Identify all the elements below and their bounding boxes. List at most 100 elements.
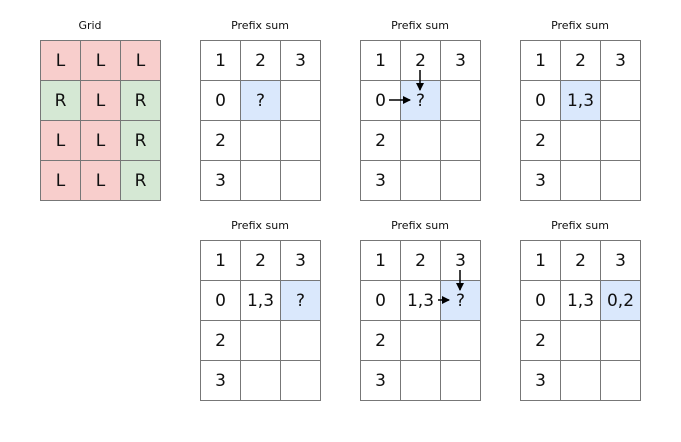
- grid-cell: [280, 160, 321, 201]
- grid-cell: [240, 320, 281, 361]
- grid-cell: L: [80, 160, 121, 201]
- grid-row: 3: [200, 360, 321, 401]
- grid-row: 3: [200, 160, 321, 201]
- grid-cell: L: [40, 160, 81, 201]
- grid-row: 3: [360, 160, 481, 201]
- panel-5-caption: Prefix sum: [391, 219, 449, 232]
- grid-cell: [280, 360, 321, 401]
- grid-row: 2: [360, 320, 481, 361]
- grid-cell: 0: [520, 280, 561, 321]
- grid-cell: [240, 360, 281, 401]
- grid-cell: 3: [520, 360, 561, 401]
- grid-cell: [400, 360, 441, 401]
- grid-cell: [440, 80, 481, 121]
- grid-cell: 2: [400, 40, 441, 81]
- grid-cell: 3: [440, 40, 481, 81]
- grid-cell: ?: [400, 80, 441, 121]
- grid-cell: [280, 80, 321, 121]
- grid-cell: ?: [440, 280, 481, 321]
- grid-row: 2: [520, 320, 641, 361]
- grid-cell: [400, 320, 441, 361]
- grid-cell: 3: [600, 240, 641, 281]
- grid-cell: 1: [200, 40, 241, 81]
- grid-cell: [240, 120, 281, 161]
- grid-cell: 3: [600, 40, 641, 81]
- grid-cell: 1: [360, 40, 401, 81]
- grid-cell: [280, 120, 321, 161]
- grid-cell: 0: [200, 280, 241, 321]
- grid-cell: 2: [560, 40, 601, 81]
- grid-cell: R: [120, 160, 161, 201]
- grid-cell: 2: [360, 120, 401, 161]
- grid-cell: 3: [200, 360, 241, 401]
- grid-cell: 3: [200, 160, 241, 201]
- grid-row: 2: [520, 120, 641, 161]
- grid-cell: [560, 120, 601, 161]
- grid-cell: [600, 120, 641, 161]
- grid-cell: 0: [360, 80, 401, 121]
- grid-row: 3: [520, 160, 641, 201]
- panel-1-caption: Prefix sum: [231, 19, 289, 32]
- grid-cell: [400, 160, 441, 201]
- grid-cell: [600, 320, 641, 361]
- grid-cell: [600, 360, 641, 401]
- grid-cell: R: [120, 120, 161, 161]
- grid-cell: 3: [360, 160, 401, 201]
- grid-row: 0?: [360, 80, 481, 121]
- grid-cell: 1,3: [240, 280, 281, 321]
- panel-6-caption: Prefix sum: [551, 219, 609, 232]
- grid-cell: 1,3: [560, 80, 601, 121]
- panel-3-caption: Prefix sum: [551, 19, 609, 32]
- grid-cell: R: [40, 80, 81, 121]
- grid-cell: 0,2: [600, 280, 641, 321]
- grid-cell: R: [120, 80, 161, 121]
- grid-cell: [440, 120, 481, 161]
- grid-cell: 0: [360, 280, 401, 321]
- grid-cell: [600, 80, 641, 121]
- grid-cell: 1,3: [560, 280, 601, 321]
- grid-cell: ?: [240, 80, 281, 121]
- grid-cell: 3: [280, 240, 321, 281]
- grid-cell: L: [120, 40, 161, 81]
- grid-cell: 1: [520, 240, 561, 281]
- grid-cell: 3: [520, 160, 561, 201]
- grid-cell: 0: [520, 80, 561, 121]
- grid-cell: [440, 320, 481, 361]
- grid-caption: Grid: [78, 19, 102, 32]
- grid-row: 3: [360, 360, 481, 401]
- grid-cell: L: [40, 40, 81, 81]
- grid-cell: L: [80, 80, 121, 121]
- grid-row: 2: [200, 120, 321, 161]
- grid-cell: 0: [200, 80, 241, 121]
- grid-cell: 2: [200, 320, 241, 361]
- grid-cell: 2: [560, 240, 601, 281]
- grid-cell: 1: [520, 40, 561, 81]
- grid-cell: 3: [360, 360, 401, 401]
- grid-cell: 2: [360, 320, 401, 361]
- grid-row: 0?: [200, 80, 321, 121]
- grid-cell: L: [40, 120, 81, 161]
- grid-cell: 2: [400, 240, 441, 281]
- grid-row: 2: [200, 320, 321, 361]
- grid-cell: 2: [520, 120, 561, 161]
- grid-cell: ?: [280, 280, 321, 321]
- grid-cell: [240, 160, 281, 201]
- grid-cell: [560, 160, 601, 201]
- panel-4-caption: Prefix sum: [231, 219, 289, 232]
